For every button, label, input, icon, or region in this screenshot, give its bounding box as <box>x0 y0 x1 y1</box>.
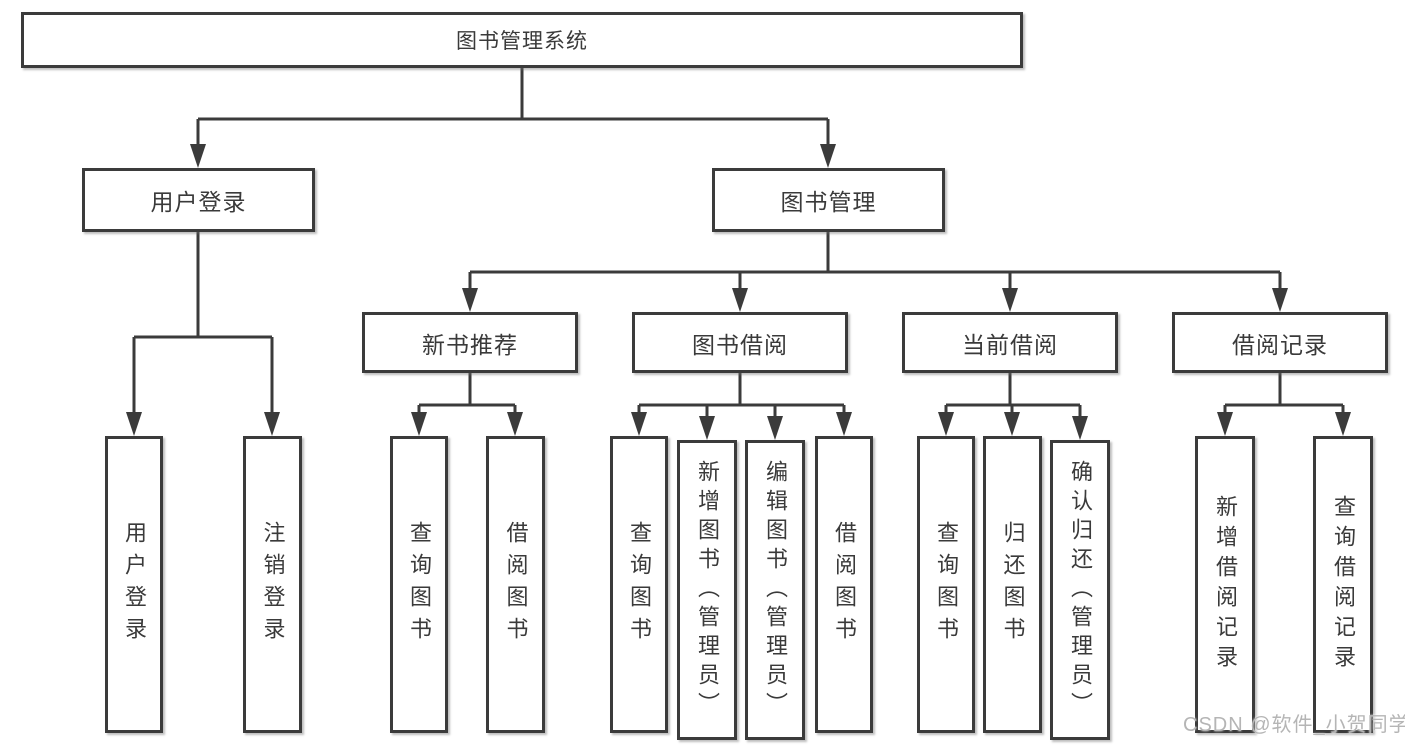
node-book-management: 图书管理 <box>712 168 945 232</box>
node-borrow-records: 借阅记录 <box>1172 312 1388 373</box>
leaf-edit-book-admin-label: 编辑图书（管理员） <box>763 459 788 721</box>
leaf-query-borrow-record-label: 查询借阅记录 <box>1331 494 1356 675</box>
leaf-borrow-book-recommend: 借阅图书 <box>486 436 545 733</box>
leaf-logout-login-label: 注销登录 <box>260 520 286 649</box>
leaf-confirm-return-admin-label: 确认归还（管理员） <box>1068 459 1093 721</box>
node-book-borrow: 图书借阅 <box>632 312 848 373</box>
leaf-query-book-recommend-label: 查询图书 <box>407 520 432 649</box>
leaf-query-book-recommend: 查询图书 <box>390 436 448 733</box>
leaf-confirm-return-admin: 确认归还（管理员） <box>1050 440 1110 740</box>
node-new-book-recommend: 新书推荐 <box>362 312 578 373</box>
leaf-user-login-label: 用户登录 <box>122 520 147 649</box>
leaf-add-borrow-record: 新增借阅记录 <box>1195 436 1255 733</box>
csdn-watermark: CSDN @软件_小贺同学 <box>1183 714 1405 736</box>
leaf-return-book: 归还图书 <box>983 436 1042 733</box>
node-current-borrow: 当前借阅 <box>902 312 1118 373</box>
leaf-borrow-book-label: 借阅图书 <box>832 520 857 649</box>
node-library-management-system: 图书管理系统 <box>21 12 1023 68</box>
leaf-query-borrow-record: 查询借阅记录 <box>1313 436 1373 733</box>
leaf-query-book-borrow: 查询图书 <box>610 436 668 733</box>
leaf-query-book-current-label: 查询图书 <box>934 520 959 649</box>
leaf-edit-book-admin: 编辑图书（管理员） <box>745 440 805 740</box>
leaf-logout-login: 注销登录 <box>243 436 302 733</box>
leaf-user-login: 用户登录 <box>105 436 163 733</box>
leaf-query-book-borrow-label: 查询图书 <box>627 520 652 649</box>
leaf-borrow-book: 借阅图书 <box>815 436 873 733</box>
leaf-add-book-admin-label: 新增图书（管理员） <box>695 459 720 721</box>
leaf-return-book-label: 归还图书 <box>1000 520 1026 649</box>
leaf-borrow-book-recommend-label: 借阅图书 <box>503 520 529 649</box>
node-user-login: 用户登录 <box>82 168 315 232</box>
leaf-add-borrow-record-label: 新增借阅记录 <box>1213 494 1238 675</box>
leaf-add-book-admin: 新增图书（管理员） <box>677 440 737 740</box>
leaf-query-book-current: 查询图书 <box>917 436 975 733</box>
